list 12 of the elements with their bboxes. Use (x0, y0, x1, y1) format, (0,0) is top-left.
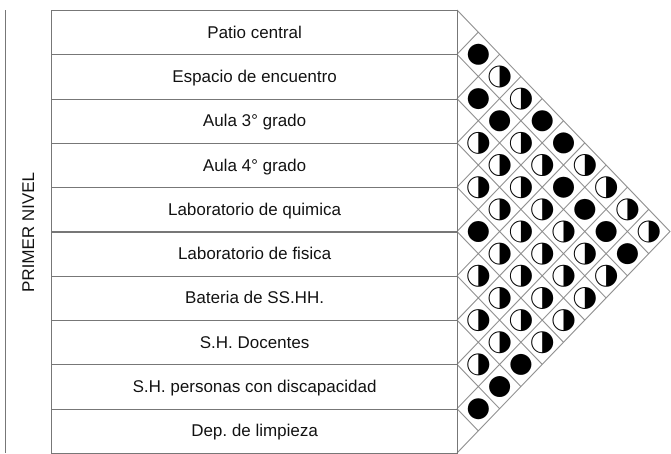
space-name: S.H. Docentes (51, 320, 458, 366)
space-name: S.H. personas con discapacidad (51, 364, 458, 410)
space-name: Aula 3° grado (51, 98, 458, 144)
space-name: Dep. de limpieza (51, 408, 458, 454)
space-name: Espacio de encuentro (51, 54, 458, 100)
table-group (5, 10, 457, 453)
space-name: Bateria de SS.HH. (51, 276, 458, 322)
space-name: Laboratorio de fisica (51, 232, 458, 277)
vertical-group-label: PRIMER NIVEL (18, 172, 38, 292)
space-name: Aula 4° grado (51, 142, 458, 188)
space-name: Laboratorio de quimica (51, 187, 458, 232)
space-name: Patio central (51, 10, 458, 56)
